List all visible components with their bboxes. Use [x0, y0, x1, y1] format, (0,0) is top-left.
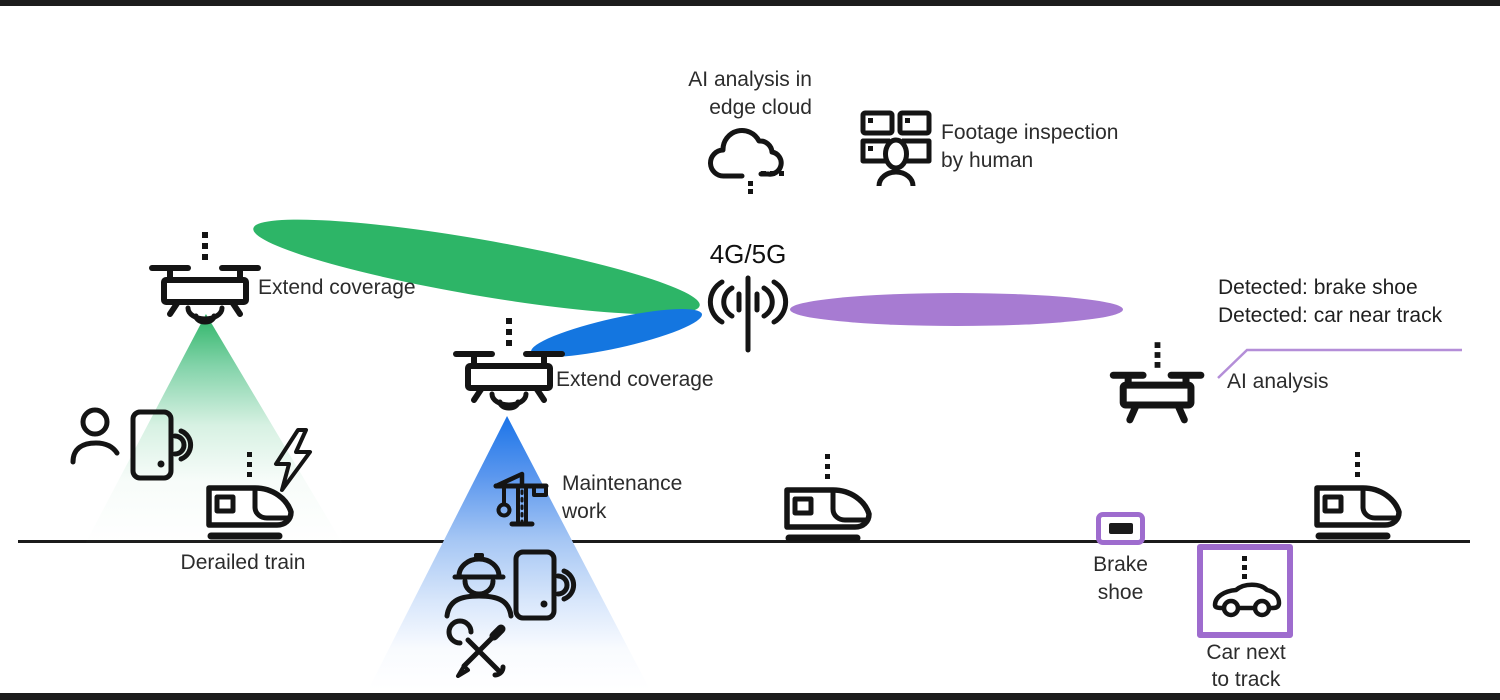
- antenna-icon: [705, 268, 791, 352]
- train-icon-derailed: [205, 452, 300, 544]
- top-border: [0, 0, 1500, 6]
- worker-icon: [443, 553, 515, 622]
- callout-line: [1210, 342, 1470, 384]
- bottom-border: [0, 693, 1500, 700]
- phone-icon: [130, 408, 185, 486]
- lightning-icon: [270, 428, 316, 492]
- train-icon: [783, 454, 878, 546]
- drone-icon-ai: [1110, 342, 1205, 425]
- maintenance-work-label: Maintenance work: [562, 472, 683, 523]
- purple-link-beam: [790, 293, 1123, 326]
- drone-icon: [148, 232, 263, 332]
- drone-icon: [452, 318, 567, 418]
- edge-cloud-label: AI analysis in edge cloud: [688, 68, 812, 119]
- detections-text: Detected: brake shoe Detected: car near …: [1218, 276, 1443, 327]
- footage-inspection-label: Footage inspection by human: [941, 121, 1119, 172]
- extend-coverage-left-label: Extend coverage: [258, 276, 416, 299]
- network-label: 4G/5G: [709, 239, 787, 269]
- phone-icon: [513, 548, 568, 626]
- brake-shoe-label: Brake shoe: [1093, 553, 1148, 604]
- brake-shoe-detection-box: [1096, 512, 1145, 545]
- monitor-wall-person-icon: [860, 110, 932, 188]
- extend-coverage-mid-label: Extend coverage: [556, 368, 714, 391]
- cloud-edge-icon: [704, 126, 784, 194]
- car-icon: [1209, 556, 1281, 626]
- car-next-to-track-label: Car next to track: [1206, 641, 1286, 691]
- tools-icon: [448, 620, 510, 680]
- ai-analysis-label: AI analysis: [1227, 370, 1329, 393]
- car-detection-box: [1197, 544, 1293, 638]
- train-icon: [1313, 452, 1408, 544]
- derailed-train-label: Derailed train: [180, 551, 306, 574]
- crane-icon: [490, 466, 552, 530]
- brake-shoe-icon: [1108, 523, 1133, 534]
- person-icon: [70, 406, 132, 468]
- railway-track-line: [18, 540, 1470, 543]
